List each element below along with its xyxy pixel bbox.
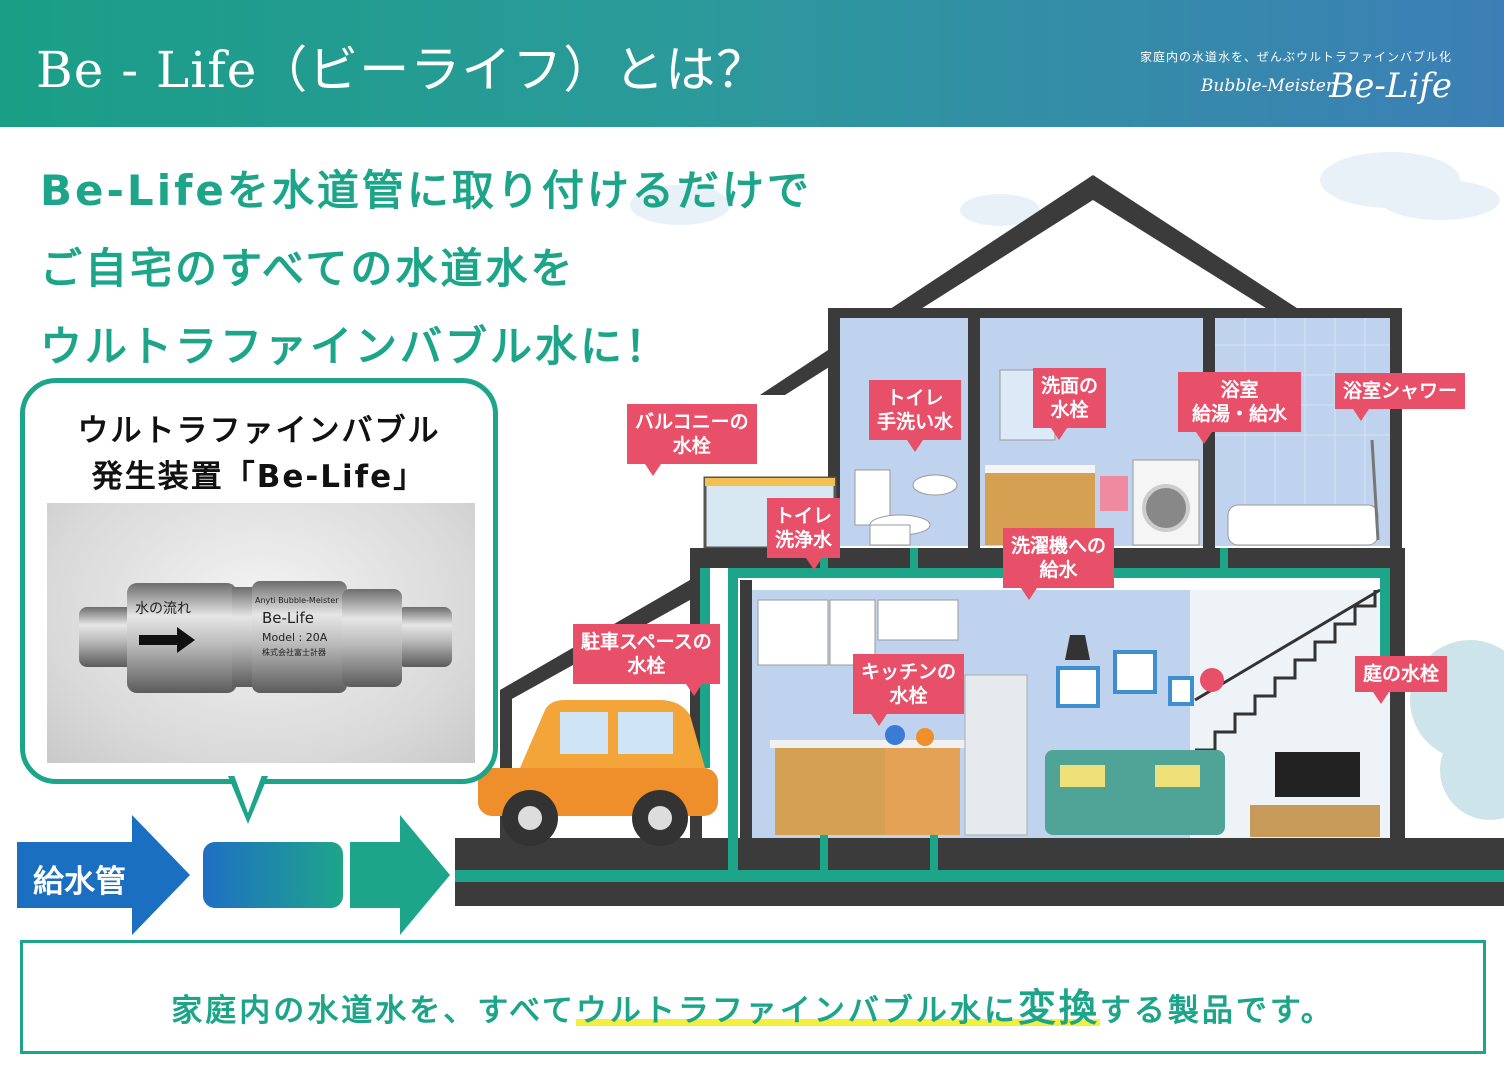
supply-pipe-label: 給水管 [33, 864, 126, 900]
brand-tagline: 家庭内の水道水を、ぜんぶウルトラファインバブル化 [1139, 50, 1452, 64]
car-icon [478, 700, 718, 846]
device-image: 水の流れ Anyti Bubble-Meister Be-Life Model … [79, 581, 452, 693]
supply-flow-arrows [17, 815, 450, 935]
main-headline: Be-Lifeを水道管に取り付けるだけで ご自宅のすべての水道水を ウルトラファ… [40, 152, 812, 386]
device-title-line-2: 発生装置「Be-Life」 [91, 459, 427, 495]
headline-line-1: Be-Lifeを水道管に取り付けるだけで [40, 166, 812, 215]
label-parking: 駐車スペースの水栓 [573, 624, 720, 696]
label-toilet-hand-wash: トイレ手洗い水 [869, 380, 962, 452]
washing-machine-icon [1100, 459, 1200, 546]
arrow-right-icon [139, 627, 195, 653]
label-shower: 浴室シャワー [1335, 373, 1466, 421]
cloud-icon [630, 152, 1500, 226]
brand-subname: Bubble-Meister [1200, 76, 1334, 96]
label-toilet-flush: トイレ洗浄水 [767, 498, 841, 570]
header-banner: Be - Life（ビーライフ）とは？ 家庭内の水道水を、ぜんぶウルトラファイン… [0, 0, 1504, 127]
page-title: Be - Life（ビーライフ）とは？ [36, 41, 768, 99]
label-washbasin: 洗面の水栓 [1033, 368, 1107, 440]
device-photo: 水の流れ Anyti Bubble-Meister Be-Life Model … [47, 503, 475, 763]
headline-line-3: ウルトラファインバブル水に！ [40, 322, 671, 371]
photo-product-name: Be-Life [262, 609, 314, 627]
photo-model: Model : 20A [262, 631, 328, 644]
summary-box: 家庭内の水道水を、すべてウルトラファインバブル水に変換する製品です。 [20, 940, 1486, 1054]
label-washer: 洗濯機への給水 [1003, 528, 1115, 600]
device-title-line-1: ウルトラファインバブル [77, 413, 441, 449]
brand-logo-text: Be-Life [1329, 66, 1452, 106]
summary-highlight: ウルトラファインバブル水に変換 [575, 986, 1100, 1030]
device-block-icon [203, 842, 343, 908]
label-balcony: バルコニーの水栓 [627, 404, 757, 476]
arrow-right-icon [350, 815, 450, 935]
bathtub-icon [1227, 439, 1380, 546]
summary-text: 家庭内の水道水を、すべてウルトラファインバブル水に変換する製品です。 [171, 986, 1335, 1030]
photo-brand: Anyti Bubble-Meister [255, 596, 339, 605]
sofa-icon [1045, 635, 1225, 835]
tv-icon [1250, 752, 1380, 837]
label-garden: 庭の水栓 [1355, 656, 1448, 704]
toilet-icon [854, 469, 958, 546]
photo-maker: 株式会社富士計器 [262, 647, 326, 657]
label-kitchen: キッチンの水栓 [853, 654, 965, 726]
photo-flow-text: 水の流れ [135, 601, 191, 617]
label-bath: 浴室給湯・給水 [1178, 372, 1302, 444]
device-callout: ウルトラファインバブル 発生装置「Be-Life」 水の流れ Anyti Bub… [20, 378, 498, 784]
headline-line-2: ご自宅のすべての水道水を [40, 244, 576, 293]
arrow-right-icon [17, 815, 190, 935]
staircase [1194, 588, 1381, 752]
kitchen-icon [757, 599, 1028, 836]
